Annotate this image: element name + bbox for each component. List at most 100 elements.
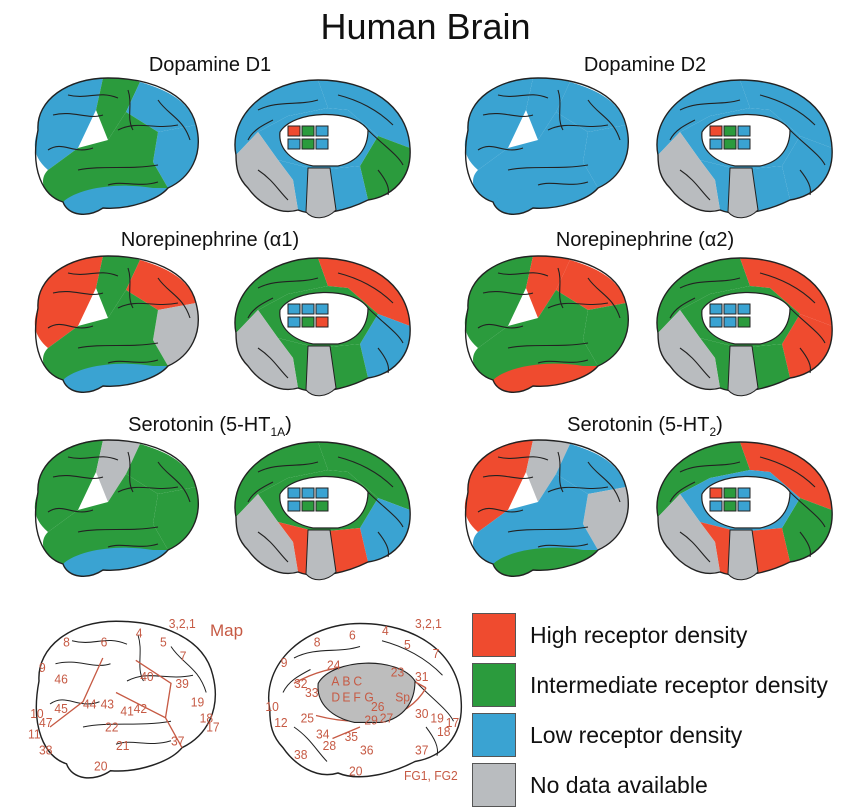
sulcus-line [537,181,589,186]
brain-serotonin-5ht2-medial [656,441,833,581]
sulcus-line [587,99,621,141]
receptor-box [301,303,315,315]
brain-dopamine-d2-lateral [464,77,629,215]
map-area-label: 25 [301,711,315,725]
map-area-label: 8 [63,635,70,649]
brainstem [727,345,759,397]
map-sulcus [126,674,194,682]
brain-region [360,314,411,378]
receptor-box [315,316,329,328]
sulcus-line [157,461,191,503]
brain-region [583,487,629,550]
sulcus-line [482,291,534,295]
map-area-label: 38 [294,748,308,762]
sulcus-line [679,169,711,201]
legend-label-nodata: No data available [530,771,708,798]
map-area-label: 10 [30,707,44,721]
map-sulcus [170,646,207,693]
receptor-box [737,138,751,150]
sulcus-line [157,277,191,319]
receptor-box [301,316,315,328]
brain-region [126,444,196,494]
sulcus-line [337,272,394,304]
sulcus-line [117,486,179,493]
sulcus-line [507,342,589,349]
map-area-label: A [331,674,340,688]
receptor-box [709,138,723,150]
sulcus-line [679,99,741,111]
map-sulcus [425,726,439,756]
legend-item-nodata: No data available [472,760,847,810]
panel-title-norepinephrine-a2: Norepinephrine (α2) [555,229,735,251]
brain-region [234,442,328,517]
map-area-label: 23 [391,665,405,679]
sulcus-line [367,129,404,166]
map-area-label: 19 [191,695,205,709]
brain-region [318,80,410,148]
sulcus-line [507,164,589,171]
map-sulcus [293,646,361,659]
sulcus-line [157,99,191,141]
sulcus-line [77,342,159,349]
map-area-label: 26 [371,700,385,714]
map-area-label: 20 [94,759,108,773]
receptor-box [737,500,751,512]
brain-dopamine-d2-medial [656,79,833,219]
brain-outline [656,79,833,214]
sulcus-line [537,543,589,548]
brain-norepinephrine-a2-medial [656,257,833,397]
brain-serotonin-5ht2-lateral [464,439,629,577]
map-area-label: 9 [281,656,288,670]
map-title: Map [210,621,244,640]
sulcus-line [257,347,289,379]
brain-region [656,258,750,333]
brain-region [740,258,832,326]
map-area-label: 18 [437,725,451,739]
sulcus-line [367,491,404,528]
sulcus-line [67,94,119,99]
receptor-box [737,303,751,315]
map-area-label: 28 [323,739,337,753]
brain-region [234,80,328,155]
map-area-label: 24 [327,658,341,672]
receptor-box [287,487,301,499]
map-area-label: 10 [265,700,279,714]
map-outline [35,620,217,779]
receptor-box [737,487,751,499]
receptor-box [315,138,329,150]
map-area-label: 39 [175,677,189,691]
sulcus-line [77,526,159,533]
receptor-box [287,316,301,328]
brain-region [493,363,598,393]
brain-norepinephrine-a1-lateral [34,255,199,393]
map-area-label: 20 [349,764,363,778]
map-area-label: 21 [116,739,130,753]
receptor-box [737,316,751,328]
brain-region [556,260,626,310]
sulcus-line [669,119,696,141]
legend-swatch-nodata [472,763,516,807]
map-area-label: 5 [404,638,411,652]
sulcus-line [679,277,741,289]
brain-region [656,442,750,517]
sulcus-line [587,277,621,319]
sulcus-line [789,491,826,528]
map-area-label: 32 [294,677,308,691]
map-area-label: 29 [364,713,378,727]
receptor-box [737,125,751,137]
sulcus-line [257,531,289,563]
map-area-label: 37 [171,734,185,748]
receptor-box [723,500,737,512]
panel-title-serotonin-5ht2: Serotonin (5-HT2) [567,414,723,439]
legend-item-high: High receptor density [472,610,847,660]
brainstem [727,167,759,219]
brain-outline [656,257,833,392]
map-area-label: 44 [83,697,97,711]
brain-outline [234,441,411,576]
sulcus-line [557,267,564,309]
sulcus-line [587,461,621,503]
receptor-box [315,303,329,315]
map-sulcus [414,680,454,722]
sulcus-line [257,461,319,473]
